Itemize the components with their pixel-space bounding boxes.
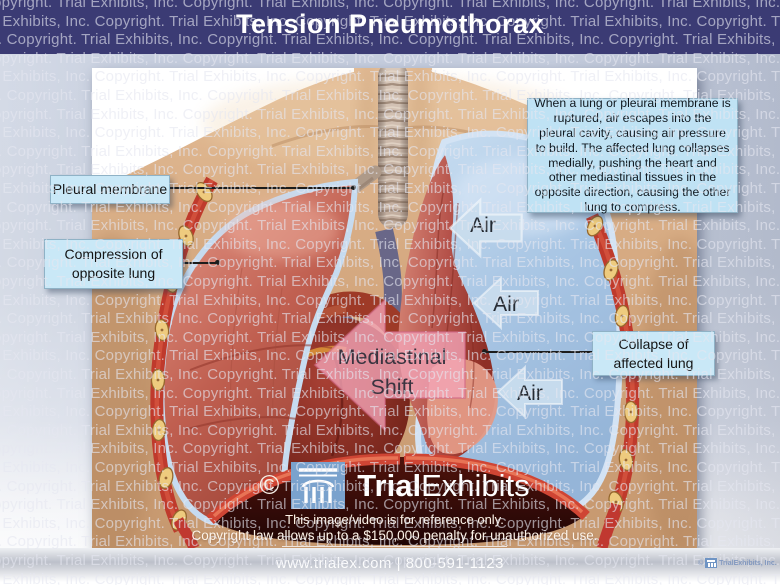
- air-arrow-2: [472, 275, 539, 331]
- description-text: When a lung or pleural membrane is ruptu…: [534, 96, 731, 214]
- callout-text: opposite lung: [71, 265, 156, 281]
- title-bar: [0, 0, 780, 54]
- leader-dot-collapse: [482, 349, 487, 354]
- mediastinal-shift-arrow: [313, 297, 466, 433]
- callout-compression-opposite-lung: Compression of opposite lung: [44, 239, 183, 289]
- leader-line-compression: [181, 262, 217, 264]
- leader-dot-pleural: [351, 185, 356, 190]
- description-box: When a lung or pleural membrane is ruptu…: [527, 96, 738, 214]
- mediastinal-shift-label: Mediastinal Shift: [337, 345, 447, 399]
- callout-text: Compression of: [64, 246, 163, 262]
- copyright-symbol: ©: [259, 470, 280, 500]
- footer-penalty-line: Copyright law allows up to a $150,000 pe…: [191, 528, 598, 543]
- leader-line-pleural: [168, 187, 354, 189]
- air-arrow-3: [496, 364, 563, 420]
- callout-text: Pleural membrane: [52, 181, 168, 197]
- columns-icon: [291, 462, 346, 509]
- footer-reference-line: This image/video is for reference only.: [285, 512, 504, 527]
- ribs-right: [586, 213, 640, 527]
- website-band: [0, 548, 780, 585]
- brand-logo: © TrialExhibits: [92, 462, 697, 509]
- website-contact-text: www.trialex.com | 800-591-1123: [276, 555, 504, 572]
- leader-dot-compression: [215, 260, 220, 265]
- air-label-2: Air: [493, 293, 519, 316]
- callout-text: affected lung: [613, 354, 694, 371]
- air-label-1: Air: [470, 214, 496, 237]
- air-label-3: Air: [517, 382, 543, 405]
- corner-logo: © TrialExhibits, Inc.: [698, 558, 777, 568]
- pleural-membrane-line: [158, 178, 359, 526]
- brand-text: TrialExhibits: [357, 467, 530, 503]
- air-arrow-1: [448, 197, 523, 259]
- callout-pleural-membrane: Pleural membrane: [50, 175, 170, 204]
- callout-text: Collapse of: [618, 335, 689, 352]
- ribs-left: [150, 176, 218, 533]
- trachea: [329, 62, 408, 228]
- corner-columns-icon: [705, 558, 718, 568]
- page-title: Tension Pneumothorax: [235, 9, 545, 39]
- callout-collapse-affected-lung: Collapse of affected lung: [592, 331, 715, 376]
- corner-copyright-symbol: ©: [698, 559, 704, 567]
- compressed-lung: [158, 178, 359, 526]
- footer-divider-line: [282, 546, 507, 547]
- leader-line-collapse: [484, 351, 592, 353]
- corner-brand-text: TrialExhibits, Inc.: [719, 559, 777, 567]
